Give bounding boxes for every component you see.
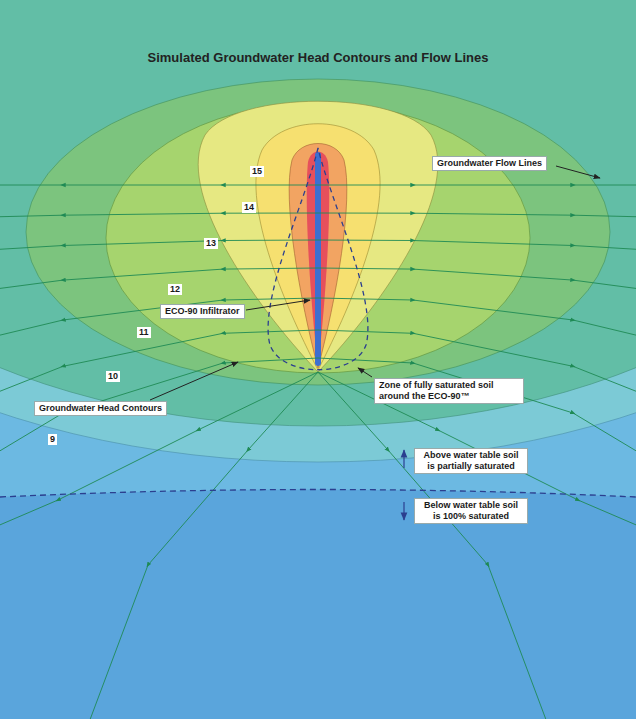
flow-line [0,213,318,217]
contour-number: 11 [137,327,151,338]
contour-number: 9 [48,434,57,445]
flow-line [318,185,636,186]
leader-line [150,362,238,400]
saturated-zone-outline [268,148,368,370]
callout-text: Groundwater Flow Lines [437,158,542,169]
flow-line [318,372,636,530]
leader-line [556,166,600,178]
flow-line [318,358,636,458]
callout-box: Groundwater Flow Lines [432,156,547,171]
flow-line [0,330,318,396]
contour-14 [256,124,380,370]
callout-box: Groundwater Head Contours [34,401,167,416]
contour-11 [26,79,610,385]
water-table-line [0,490,636,498]
callout-text: ECO-90 Infiltrator [165,306,240,317]
contour-number: 15 [250,166,264,177]
flow-line [0,240,318,250]
flow-line [0,268,318,290]
flow-line [318,268,636,290]
up-arrow [403,450,404,468]
flow-line [0,358,318,458]
callout-text: Above water table soil is partially satu… [419,450,523,472]
contour-number: 10 [106,371,120,382]
eco-90-infiltrator [315,152,321,366]
contour-12 [106,103,530,373]
flow-line [0,185,318,186]
callout-box: Zone of fully saturated soil around the … [374,378,524,404]
down-arrow [403,502,404,520]
contour-13 [198,101,438,372]
contour-15 [289,144,347,369]
core-zone [307,152,330,367]
contour-10 [0,0,636,426]
callout-text: Below water table soil is 100% saturated [419,500,523,522]
callout-box: Below water table soil is 100% saturated [414,498,528,524]
flow-line [88,372,318,719]
flow-line [318,240,636,250]
contour-number: 14 [242,202,256,213]
contour-number: 13 [204,238,218,249]
flow-line [318,213,636,217]
flow-line [318,372,548,719]
callout-text: Groundwater Head Contours [39,403,162,414]
leader-line [246,300,310,310]
title: Simulated Groundwater Head Contours and … [0,49,636,66]
leader-line [358,368,372,377]
contour-number: 12 [168,284,182,295]
callout-box: Above water table soil is partially satu… [414,448,528,474]
callout-text: Zone of fully saturated soil around the … [379,380,519,402]
flow-lines [0,185,636,719]
callout-box: ECO-90 Infiltrator [160,304,245,319]
